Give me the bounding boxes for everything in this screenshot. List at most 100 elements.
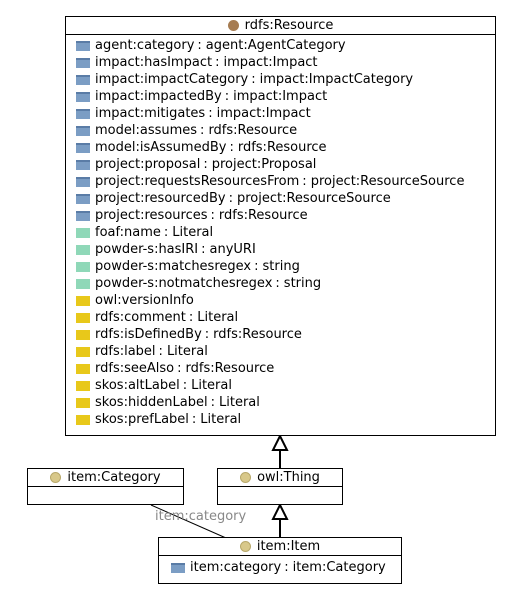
resource-class-title: rdfs:Resource: [244, 18, 334, 33]
property-row: skos:altLabel:Literal: [76, 377, 495, 394]
annotation-property-icon: [76, 329, 90, 340]
property-name: rdfs:label: [95, 344, 156, 359]
property-separator: :: [215, 55, 220, 70]
property-type: project:ResourceSource: [236, 191, 391, 206]
property-name: impact:impactedBy: [95, 89, 222, 104]
property-separator: :: [210, 208, 215, 223]
object-property-icon: [76, 210, 90, 221]
property-type: Literal: [172, 225, 214, 240]
category-class-box[interactable]: item:Category: [27, 468, 184, 505]
property-separator: :: [275, 276, 280, 291]
resource-class-header: rdfs:Resource: [66, 17, 495, 35]
property-row: item:category:item:Category: [171, 559, 401, 576]
property-row: impact:impactedBy:impact:Impact: [76, 88, 495, 105]
object-property-icon: [76, 57, 90, 68]
property-name: item:category: [190, 560, 282, 575]
property-separator: :: [182, 378, 188, 393]
property-type: Literal: [197, 310, 239, 325]
object-property-icon: [76, 176, 90, 187]
property-name: powder-s:hasIRI: [95, 242, 199, 257]
property-row: rdfs:label:Literal: [76, 343, 495, 360]
thing-to-resource-arrowhead: [271, 433, 289, 451]
property-separator: :: [203, 157, 208, 172]
datatype-property-icon: [76, 227, 90, 238]
property-type: string: [262, 259, 300, 274]
property-type: Literal: [219, 395, 260, 410]
property-name: powder-s:matchesregex: [95, 259, 252, 274]
property-type: rdfs:Resource: [218, 208, 308, 223]
annotation-property-icon: [76, 346, 90, 357]
property-type: project:ResourceSource: [310, 174, 465, 189]
property-name: rdfs:seeAlso: [95, 361, 175, 376]
property-row: model:assumes:rdfs:Resource: [76, 122, 495, 139]
property-separator: :: [158, 344, 163, 359]
property-name: skos:prefLabel: [95, 412, 189, 427]
property-separator: :: [228, 191, 233, 206]
property-separator: :: [302, 174, 307, 189]
object-property-icon: [76, 142, 90, 153]
property-type: impact:ImpactCategory: [259, 72, 414, 87]
annotation-property-icon: [76, 312, 90, 323]
property-type: rdfs:Resource: [208, 123, 298, 138]
property-row: foaf:name:Literal: [76, 224, 495, 241]
property-separator: :: [201, 242, 206, 257]
annotation-property-icon: [76, 414, 90, 425]
property-separator: :: [210, 395, 215, 410]
datatype-property-icon: [76, 278, 90, 289]
property-separator: :: [177, 361, 182, 376]
property-type: string: [283, 276, 322, 291]
item-to-thing-arrowhead: [271, 502, 289, 520]
property-type: Literal: [200, 412, 242, 427]
property-name: impact:impactCategory: [95, 72, 249, 87]
property-row: owl:versionInfo: [76, 292, 495, 309]
property-type: item:Category: [292, 560, 386, 575]
datatype-property-icon: [76, 261, 90, 272]
thing-class-title: owl:Thing: [257, 470, 320, 485]
category-class-header: item:Category: [28, 469, 183, 487]
item-category-edge-label: item:category: [155, 509, 247, 524]
property-type: rdfs:Resource: [237, 140, 327, 155]
property-name: project:resourcedBy: [95, 191, 226, 206]
property-row: powder-s:matchesregex:string: [76, 258, 495, 275]
thing-class-header: owl:Thing: [218, 469, 342, 487]
property-type: Literal: [191, 378, 232, 393]
class-dot-icon: [240, 472, 252, 483]
property-name: project:resources: [95, 208, 208, 223]
annotation-property-icon: [76, 397, 90, 408]
object-property-icon: [76, 159, 90, 170]
item-class-box[interactable]: item:Item item:category:item:Category: [158, 537, 402, 584]
property-name: skos:altLabel: [95, 378, 180, 393]
property-type: rdfs:Resource: [213, 327, 302, 342]
property-name: rdfs:comment: [95, 310, 186, 325]
object-property-icon: [76, 40, 90, 51]
category-class-title: item:Category: [67, 470, 161, 485]
property-separator: :: [251, 72, 256, 87]
annotation-property-icon: [76, 380, 90, 391]
property-name: powder-s:notmatchesregex: [95, 276, 273, 291]
property-separator: :: [191, 412, 197, 427]
item-property-list: item:category:item:Category: [159, 556, 401, 576]
thing-class-box[interactable]: owl:Thing: [217, 468, 343, 505]
property-separator: :: [197, 38, 202, 53]
property-name: agent:category: [95, 38, 195, 53]
object-property-icon: [76, 125, 90, 136]
property-separator: :: [224, 89, 230, 104]
class-dot-icon: [227, 20, 239, 31]
property-row: project:requestsResourcesFrom:project:Re…: [76, 173, 495, 190]
property-type: impact:Impact: [223, 55, 318, 70]
property-name: foaf:name: [95, 225, 161, 240]
property-name: project:proposal: [95, 157, 201, 172]
property-separator: :: [254, 259, 259, 274]
property-row: skos:prefLabel:Literal: [76, 411, 495, 428]
property-type: Literal: [166, 344, 208, 359]
resource-class-box[interactable]: rdfs:Resource agent:category:agent:Agent…: [65, 16, 496, 436]
property-row: rdfs:isDefinedBy:rdfs:Resource: [76, 326, 495, 343]
property-separator: :: [163, 225, 169, 240]
property-row: skos:hiddenLabel:Literal: [76, 394, 495, 411]
property-type: impact:Impact: [233, 89, 328, 104]
property-separator: :: [284, 560, 289, 575]
property-name: impact:mitigates: [95, 106, 206, 121]
datatype-property-icon: [76, 244, 90, 255]
property-row: powder-s:hasIRI:anyURI: [76, 241, 495, 258]
